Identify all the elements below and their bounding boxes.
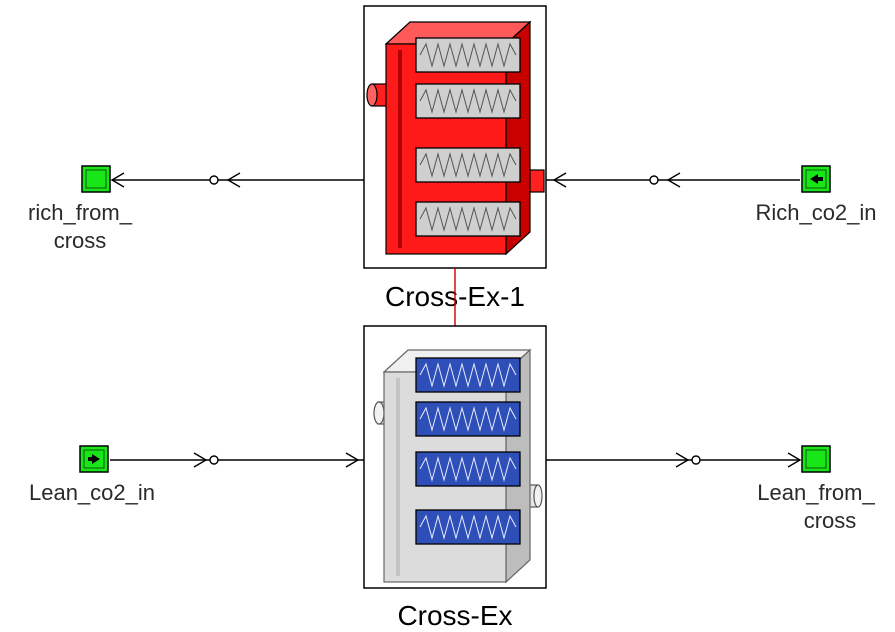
tube-panels-icon: [415, 357, 521, 545]
arrow-left-icon: [810, 174, 818, 184]
port-lean-from-cross[interactable]: [801, 445, 831, 473]
port-rich-from-cross[interactable]: [81, 165, 111, 193]
arrowhead-left-icon: [666, 172, 681, 188]
tube-panels-icon: [415, 37, 521, 237]
block-cross-ex[interactable]: [363, 325, 547, 589]
stream-id-marker: [209, 175, 219, 185]
arrowhead-right-icon: [193, 452, 208, 468]
stream-rich-co2-in[interactable]: [546, 172, 800, 188]
block-label-cross-ex: Cross-Ex: [397, 600, 512, 631]
block-cross-ex-1[interactable]: [363, 5, 547, 269]
stream-label-lean-from-cross-2: cross: [804, 508, 857, 533]
port-lean-co2-in[interactable]: [79, 445, 109, 473]
arrowhead-right-icon: [345, 452, 360, 468]
stream-label-rich-co2-in: Rich_co2_in: [755, 200, 876, 225]
port-rich-co2-in[interactable]: [801, 165, 831, 193]
arrow-right-icon: [92, 454, 100, 464]
stream-id-marker: [209, 455, 219, 465]
arrowhead-left-icon: [226, 172, 241, 188]
stream-label-lean-co2-in: Lean_co2_in: [29, 480, 155, 505]
arrowhead-left-icon: [110, 172, 125, 188]
stream-id-marker: [691, 455, 701, 465]
arrowhead-left-icon: [552, 172, 567, 188]
stream-rich-from-cross[interactable]: [110, 172, 364, 188]
stream-label-rich-from-cross-1: rich_from_: [28, 200, 133, 225]
stream-lean-from-cross[interactable]: [546, 452, 802, 468]
stream-lean-co2-in[interactable]: [110, 452, 364, 468]
stream-label-rich-from-cross-2: cross: [54, 228, 107, 253]
stream-label-lean-from-cross-1: Lean_from_: [757, 480, 875, 505]
arrowhead-right-icon: [675, 452, 690, 468]
arrowhead-right-icon: [787, 452, 802, 468]
stream-id-marker: [649, 175, 659, 185]
